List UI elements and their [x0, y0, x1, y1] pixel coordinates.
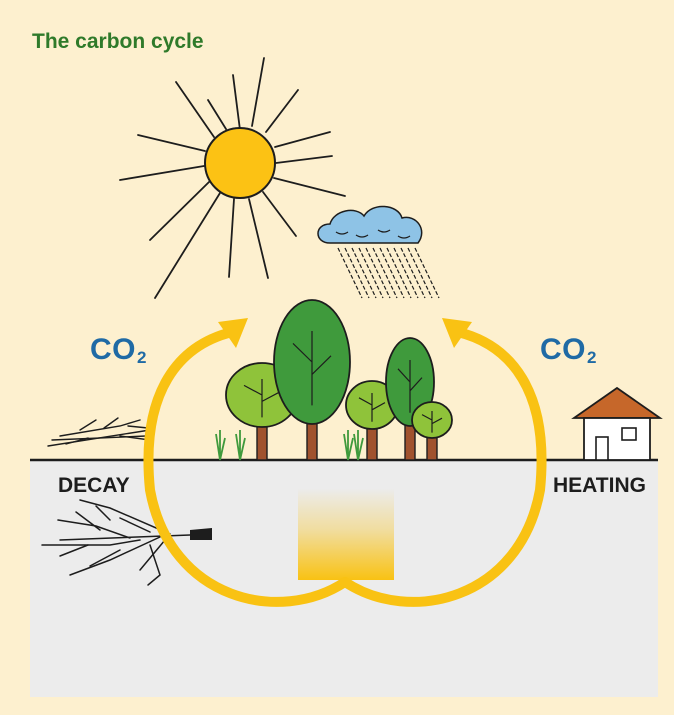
- tree-branches: [243, 379, 281, 418]
- rain-icon: [337, 247, 440, 299]
- rain-streak: [358, 247, 384, 299]
- forest-group: [215, 299, 453, 461]
- co2-label-left: CO2: [90, 333, 147, 367]
- rain-streak: [400, 247, 426, 299]
- rain-streak: [386, 247, 412, 299]
- rain-streak: [379, 247, 405, 299]
- grass-sprig: [235, 430, 246, 461]
- grass-sprig: [343, 430, 354, 461]
- right-arrowhead: [442, 318, 472, 348]
- branches-icon: [47, 417, 151, 447]
- rain-streak: [414, 247, 440, 299]
- rain-streak: [407, 247, 433, 299]
- cloud-edges: [335, 229, 411, 239]
- co2-right-main: CO: [540, 333, 586, 366]
- sun-icon: [119, 57, 346, 299]
- rain-streak: [337, 247, 363, 299]
- co2-label-right: CO2: [540, 333, 597, 367]
- co2-left-main: CO: [90, 333, 136, 366]
- rain-streak: [372, 247, 398, 299]
- grass-sprig: [353, 430, 364, 461]
- tree-branches: [292, 331, 332, 406]
- co2-left-subscript: 2: [137, 348, 147, 367]
- tree-branches: [358, 393, 386, 422]
- rain-streak: [344, 247, 370, 299]
- heating-label: HEATING: [553, 474, 646, 497]
- right-cycle-arrow: [340, 327, 547, 607]
- house-icon: [571, 386, 663, 461]
- left-arrowhead: [218, 318, 248, 348]
- rain-streak: [365, 247, 391, 299]
- tree-branches: [421, 411, 443, 433]
- rain-streak: [393, 247, 419, 299]
- underground-glow: [298, 488, 394, 580]
- grass-sprig: [215, 430, 226, 461]
- co2-right-subscript: 2: [587, 348, 597, 367]
- decay-label: DECAY: [58, 474, 130, 497]
- cycle-arrows: [143, 318, 547, 607]
- left-cycle-arrow: [143, 327, 350, 607]
- diagram-title: The carbon cycle: [32, 30, 204, 53]
- rain-streak: [351, 247, 377, 299]
- tree-branches: [397, 360, 423, 413]
